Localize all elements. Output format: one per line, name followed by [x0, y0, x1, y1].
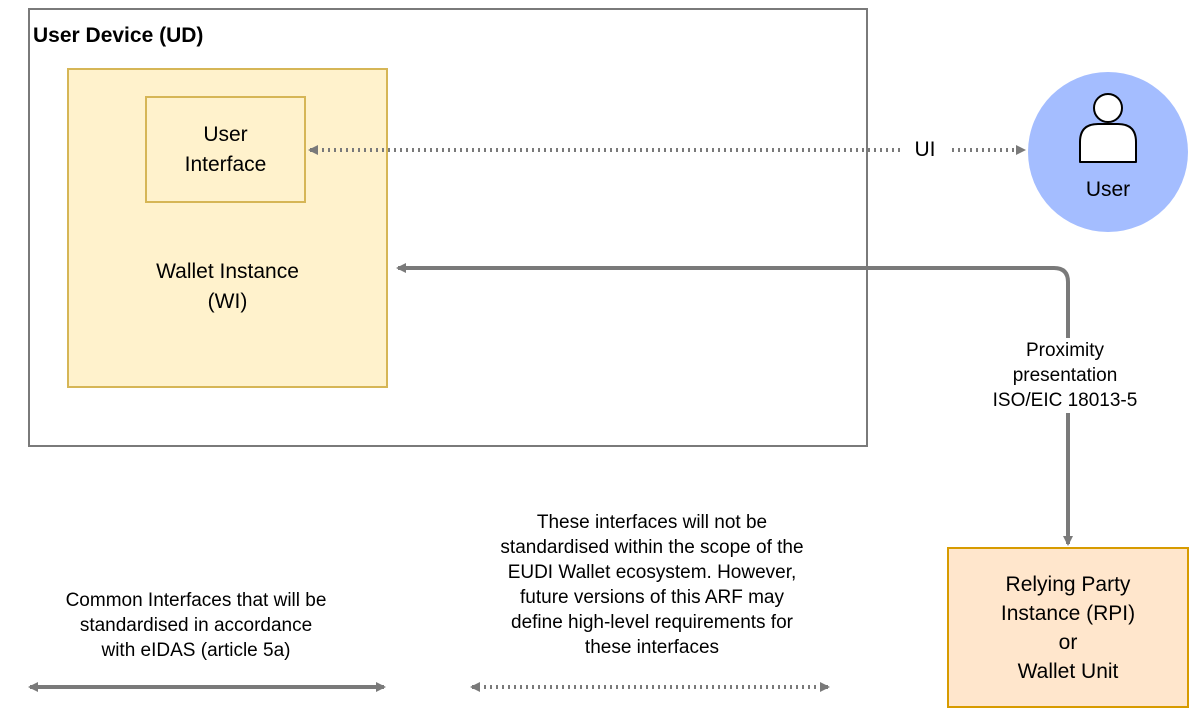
user-interface-box: User Interface: [145, 96, 306, 203]
ui-edge-label: UI: [902, 138, 948, 162]
wallet-instance-label: Wallet Instance (WI): [156, 260, 299, 313]
user-label: User: [1085, 178, 1131, 201]
legend-other-text: These interfaces will not be standardise…: [500, 512, 804, 658]
user-icon: [1079, 93, 1137, 163]
user-device-title: User Device (UD): [33, 24, 204, 47]
relying-party-label: Relying Party Instance (RPI) or Wallet U…: [1000, 572, 1136, 683]
proximity-edge: [396, 263, 1073, 546]
relying-party-box: Relying Party Instance (RPI) or Wallet U…: [947, 547, 1189, 708]
user-interface-label: User Interface: [184, 122, 267, 176]
legend-common-text: Common Interfaces that will be standardi…: [65, 590, 327, 661]
proximity-edge-label: Proximity presentation ISO/EIC 18013-5: [962, 338, 1168, 413]
user-node: [1028, 72, 1188, 232]
